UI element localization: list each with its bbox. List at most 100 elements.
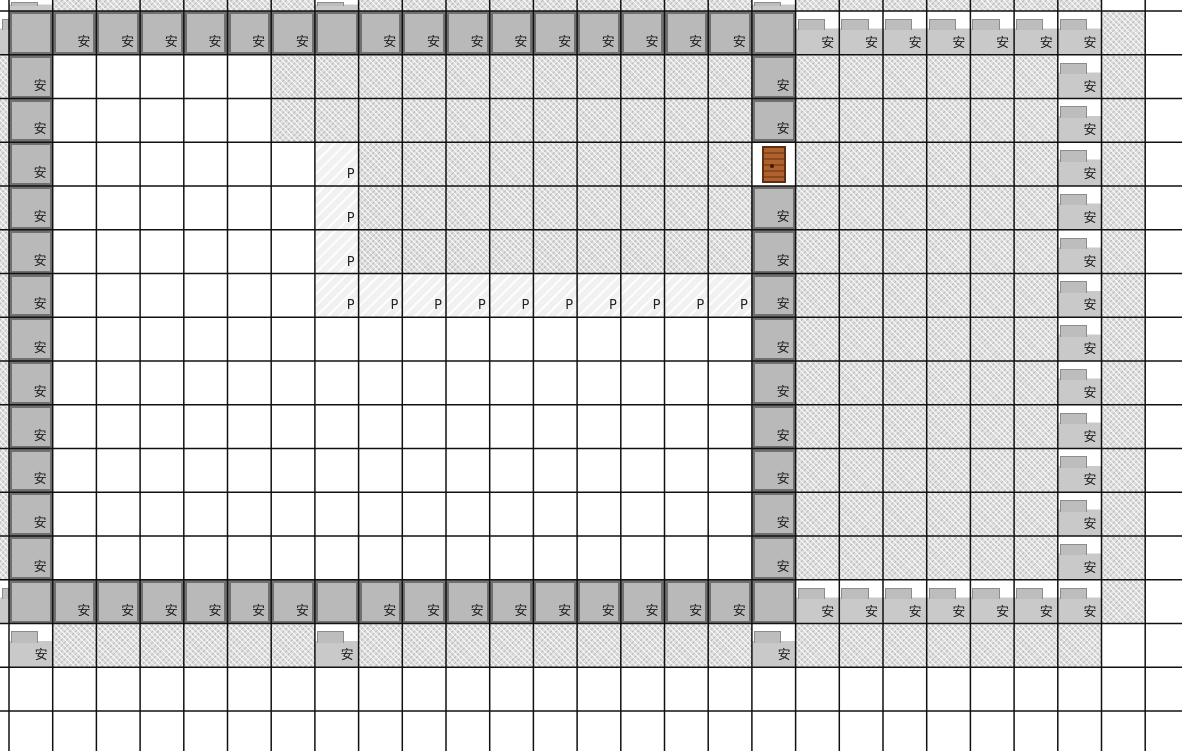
- tile-empty-r13-c17[interactable]: [708, 536, 752, 580]
- tile-floor-r14-c26[interactable]: [1102, 580, 1146, 624]
- tile-wall-r14-c8[interactable]: [315, 580, 359, 624]
- tile-door-r4-c18[interactable]: [752, 142, 796, 186]
- tile-wall-top-r1-c0[interactable]: [0, 11, 9, 55]
- tile-wall-top-r11-c25[interactable]: 安: [1058, 449, 1102, 493]
- tile-floor-r4-c17[interactable]: [708, 142, 752, 186]
- tile-floor-r6-c26[interactable]: [1102, 230, 1146, 274]
- tile-floor-r2-c15[interactable]: [621, 55, 665, 99]
- tile-floor-r9-c24[interactable]: [1014, 361, 1058, 405]
- tile-floor-r10-c0[interactable]: [0, 405, 9, 449]
- tile-empty-r9-c12[interactable]: [490, 361, 534, 405]
- tile-wall-top-r1-c19[interactable]: 安: [796, 11, 840, 55]
- tile-floor-r0-c23[interactable]: [970, 0, 1014, 11]
- tile-empty-r16-c12[interactable]: [490, 667, 534, 711]
- tile-wall-top-r1-c25[interactable]: 安: [1058, 11, 1102, 55]
- tile-wall-top-r2-c25[interactable]: 安: [1058, 55, 1102, 99]
- tile-floor-r2-c22[interactable]: [927, 55, 971, 99]
- tile-floor-r6-c21[interactable]: [883, 230, 927, 274]
- tile-empty-r12-c13[interactable]: [533, 492, 577, 536]
- tile-empty-r6-c4[interactable]: [140, 230, 184, 274]
- tile-empty-r16-c4[interactable]: [140, 667, 184, 711]
- tile-empty-r12-c14[interactable]: [577, 492, 621, 536]
- tile-floor-r15-c15[interactable]: [621, 624, 665, 668]
- tile-floor-r15-c11[interactable]: [446, 624, 490, 668]
- tile-floor-r3-c13[interactable]: [533, 99, 577, 143]
- tile-empty-r8-c17[interactable]: [708, 317, 752, 361]
- tile-empty-r12-c8[interactable]: [315, 492, 359, 536]
- tile-floor-r12-c20[interactable]: [839, 492, 883, 536]
- tile-floor-r15-c25[interactable]: [1058, 624, 1102, 668]
- tile-floor-r0-c6[interactable]: [228, 0, 272, 11]
- tile-empty-r11-c4[interactable]: [140, 449, 184, 493]
- tile-floor-r10-c23[interactable]: [970, 405, 1014, 449]
- tile-floor-r5-c9[interactable]: [359, 186, 403, 230]
- tile-floor-r9-c19[interactable]: [796, 361, 840, 405]
- tile-wall-r1-c12[interactable]: 安: [490, 11, 534, 55]
- tile-floor-r5-c0[interactable]: [0, 186, 9, 230]
- tile-floor-r3-c24[interactable]: [1014, 99, 1058, 143]
- tile-empty-r12-c9[interactable]: [359, 492, 403, 536]
- tile-empty-r4-c7[interactable]: [271, 142, 315, 186]
- tile-floor-r4-c12[interactable]: [490, 142, 534, 186]
- tile-floor-r6-c22[interactable]: [927, 230, 971, 274]
- tile-floor-r15-c5[interactable]: [184, 624, 228, 668]
- tile-floor-r3-c15[interactable]: [621, 99, 665, 143]
- tile-floor-r15-c12[interactable]: [490, 624, 534, 668]
- tile-empty-r2-c5[interactable]: [184, 55, 228, 99]
- tile-path-r7-c10[interactable]: P: [402, 274, 446, 318]
- tile-wall-r11-c18[interactable]: 安: [752, 449, 796, 493]
- tile-path-r7-c13[interactable]: P: [533, 274, 577, 318]
- tile-wall-r14-c15[interactable]: 安: [621, 580, 665, 624]
- tile-wall-r10-c18[interactable]: 安: [752, 405, 796, 449]
- tile-floor-r11-c0[interactable]: [0, 449, 9, 493]
- tile-empty-r4-c2[interactable]: [53, 142, 97, 186]
- tile-floor-r5-c22[interactable]: [927, 186, 971, 230]
- tile-wall-r1-c3[interactable]: 安: [96, 11, 140, 55]
- tile-floor-r0-c21[interactable]: [883, 0, 927, 11]
- tile-wall-r6-c1[interactable]: 安: [9, 230, 53, 274]
- tile-floor-r0-c25[interactable]: [1058, 0, 1102, 11]
- tile-wall-top-r14-c19[interactable]: 安: [796, 580, 840, 624]
- tile-wall-r14-c13[interactable]: 安: [533, 580, 577, 624]
- tile-empty-r8-c15[interactable]: [621, 317, 665, 361]
- tile-floor-r7-c26[interactable]: [1102, 274, 1146, 318]
- tile-wall-top-r14-c21[interactable]: 安: [883, 580, 927, 624]
- tile-floor-r2-c16[interactable]: [665, 55, 709, 99]
- tile-empty-r3-c4[interactable]: [140, 99, 184, 143]
- tile-floor-r0-c17[interactable]: [708, 0, 752, 11]
- tile-empty-r9-c16[interactable]: [665, 361, 709, 405]
- tile-floor-r0-c12[interactable]: [490, 0, 534, 11]
- tile-empty-r12-c5[interactable]: [184, 492, 228, 536]
- tile-empty-r11-c8[interactable]: [315, 449, 359, 493]
- tile-empty-r9-c9[interactable]: [359, 361, 403, 405]
- tile-floor-r3-c21[interactable]: [883, 99, 927, 143]
- tile-floor-r13-c19[interactable]: [796, 536, 840, 580]
- tile-wall-r14-c5[interactable]: 安: [184, 580, 228, 624]
- tile-floor-r7-c19[interactable]: [796, 274, 840, 318]
- tile-empty-r16-c22[interactable]: [927, 667, 971, 711]
- tile-empty-r16-c0[interactable]: [0, 667, 9, 711]
- tile-floor-r11-c20[interactable]: [839, 449, 883, 493]
- tile-floor-r6-c9[interactable]: [359, 230, 403, 274]
- tile-empty-r16-c2[interactable]: [53, 667, 97, 711]
- tile-empty-r13-c15[interactable]: [621, 536, 665, 580]
- tile-floor-r10-c19[interactable]: [796, 405, 840, 449]
- tile-empty-r5-c6[interactable]: [228, 186, 272, 230]
- tile-floor-r0-c10[interactable]: [402, 0, 446, 11]
- tile-floor-r5-c15[interactable]: [621, 186, 665, 230]
- tile-floor-r2-c14[interactable]: [577, 55, 621, 99]
- tile-empty-r11-c10[interactable]: [402, 449, 446, 493]
- tile-wall-top-r7-c25[interactable]: 安: [1058, 274, 1102, 318]
- tile-floor-r15-c9[interactable]: [359, 624, 403, 668]
- tile-empty-r5-c2[interactable]: [53, 186, 97, 230]
- tile-floor-r2-c20[interactable]: [839, 55, 883, 99]
- tile-floor-r9-c26[interactable]: [1102, 361, 1146, 405]
- tile-empty-r12-c15[interactable]: [621, 492, 665, 536]
- tile-wall-r12-c18[interactable]: 安: [752, 492, 796, 536]
- tile-floor-r0-c22[interactable]: [927, 0, 971, 11]
- tile-empty-r12-c17[interactable]: [708, 492, 752, 536]
- tile-floor-r3-c14[interactable]: [577, 99, 621, 143]
- tile-empty-r13-c5[interactable]: [184, 536, 228, 580]
- tile-wall-top-r13-c25[interactable]: 安: [1058, 536, 1102, 580]
- tile-floor-r12-c26[interactable]: [1102, 492, 1146, 536]
